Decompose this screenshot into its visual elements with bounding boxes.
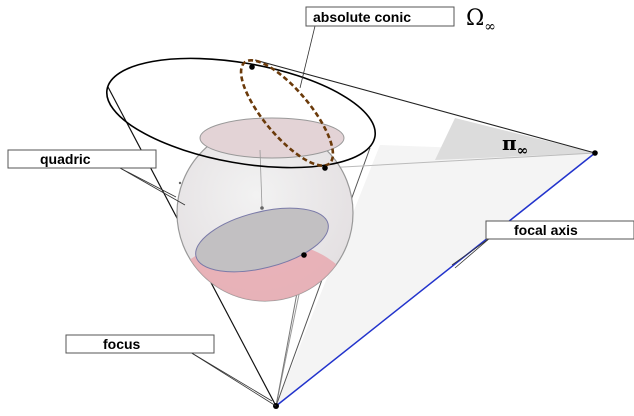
- pi-infinity-symbol: π∞: [502, 131, 528, 159]
- absolute-conic-label-text: absolute conic: [313, 9, 411, 25]
- sphere-bottom-cap: [177, 240, 353, 301]
- focal-axis-leader-b: [451, 237, 491, 266]
- cone-rim-ellipse: [105, 57, 377, 169]
- rim-point-bottom: [322, 165, 328, 171]
- focus-label-text: focus: [103, 336, 141, 352]
- absolute-conic-label: absolute conic: [305, 6, 455, 27]
- lower-section-ellipse: [195, 207, 329, 273]
- quadric-label: quadric: [7, 149, 157, 169]
- focus-label: focus: [65, 334, 215, 354]
- focus-leader-b: [189, 351, 277, 407]
- absolute-conic-leader: [299, 25, 316, 89]
- quadric-leader-a: [119, 167, 186, 206]
- quadric-leader-b: [119, 167, 177, 198]
- absolute-conic-ellipse: [239, 59, 335, 167]
- far-vertex-point: [592, 150, 598, 156]
- plane-at-infinity: [276, 145, 595, 406]
- sphere-tangent-point: [301, 252, 307, 258]
- rim-point-top: [249, 64, 255, 70]
- sphere-edge-point: [178, 181, 182, 185]
- sphere-inner-line: [259, 149, 263, 209]
- rim-to-vertex-top: [254, 59, 596, 154]
- upper-section-ellipse: [199, 117, 345, 159]
- plane-at-infinity-shade: [435, 118, 595, 160]
- focal-axis-label: focal axis: [485, 220, 634, 240]
- focal-axis-leader-a: [454, 237, 491, 269]
- quadric-label-text: quadric: [40, 151, 91, 167]
- sphere: [176, 117, 354, 302]
- focal-axis-line: [275, 152, 596, 407]
- rim-to-vertex-bottom: [324, 152, 596, 169]
- omega-infinity-symbol: Ω∞: [466, 6, 496, 35]
- focal-axis-label-text: focal axis: [514, 222, 578, 238]
- sphere-center-point: [260, 206, 264, 210]
